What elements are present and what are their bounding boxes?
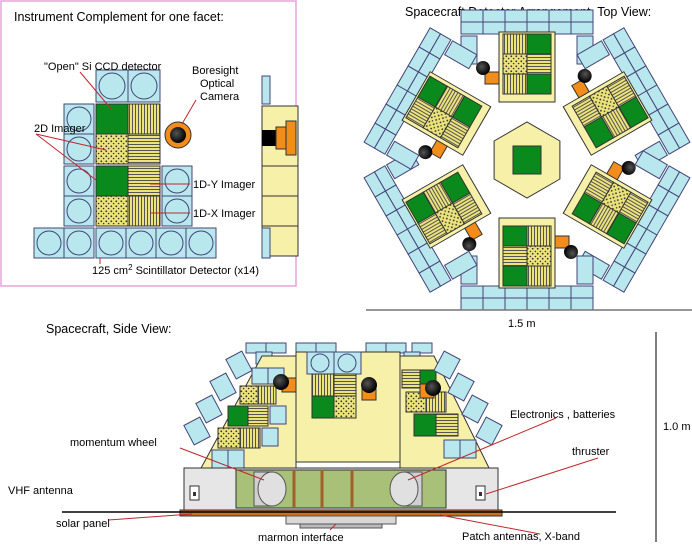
label-1dx-imager: 1D-X Imager — [193, 208, 256, 220]
top-view-dimension: 1.5 m — [508, 318, 536, 330]
facet-leader-lines — [35, 71, 197, 264]
solar-panel-strip — [179, 509, 503, 517]
side-view-panel: Spacecraft, Side View: — [8, 322, 691, 544]
facet-imager-grid — [95, 103, 161, 227]
top-facet — [562, 27, 691, 170]
label-scintillator: 125 cm2 Scintillator Detector (x14) — [92, 263, 259, 277]
facet-side-profile — [261, 75, 299, 259]
label-electronics: Electronics , batteries — [510, 409, 616, 421]
facet-panel: Instrument Complement for one facet: — [0, 0, 299, 287]
boresight-camera-icon — [164, 121, 192, 149]
facet-side-scintillators — [63, 103, 193, 227]
label-2d-imager: 2D Imager — [34, 123, 86, 135]
top-facet — [363, 27, 492, 170]
label-1dy-imager: 1D-Y Imager — [193, 179, 255, 191]
side-view-title: Spacecraft, Side View: — [46, 322, 172, 336]
label-boresight-2: Optical — [200, 78, 234, 90]
top-view-panel: Spacecraft Detector Arrangement, Top Vie… — [363, 5, 692, 330]
side-outer-scintillators — [183, 350, 503, 446]
top-facet — [460, 217, 594, 311]
side-bus — [62, 467, 616, 529]
momentum-wheel-icon-2 — [389, 471, 423, 507]
facet-title: Instrument Complement for one facet: — [14, 10, 224, 24]
side-dimension: 1.0 m — [663, 421, 691, 433]
top-facet — [562, 150, 691, 293]
label-thruster: thruster — [572, 446, 610, 458]
label-marmon: marmon interface — [258, 532, 344, 544]
side-camera-icons — [273, 374, 441, 401]
top-facet — [460, 9, 594, 103]
label-patch-antennas: Patch antennas, X-band — [462, 531, 580, 543]
top-facet — [363, 150, 492, 293]
label-momentum-wheel: momentum wheel — [70, 437, 157, 449]
side-leader-lines — [107, 417, 599, 535]
thruster-icon — [189, 485, 486, 501]
label-boresight-1: Boresight — [192, 65, 238, 77]
label-vhf-antenna: VHF antenna — [8, 485, 74, 497]
facet-bottom-scintillators — [33, 227, 217, 259]
label-solar-panel: solar panel — [56, 518, 110, 530]
facet-top-scintillators — [95, 69, 161, 103]
label-boresight-3: Camera — [200, 91, 240, 103]
momentum-wheel-icon — [253, 471, 287, 507]
top-center-ccd — [512, 145, 542, 175]
marmon-interface — [285, 515, 397, 525]
top-view-hexagon — [363, 9, 691, 311]
label-ccd: "Open" Si CCD detector — [44, 61, 162, 73]
side-central-detectors — [306, 351, 362, 419]
side-view-spacecraft — [183, 342, 503, 471]
